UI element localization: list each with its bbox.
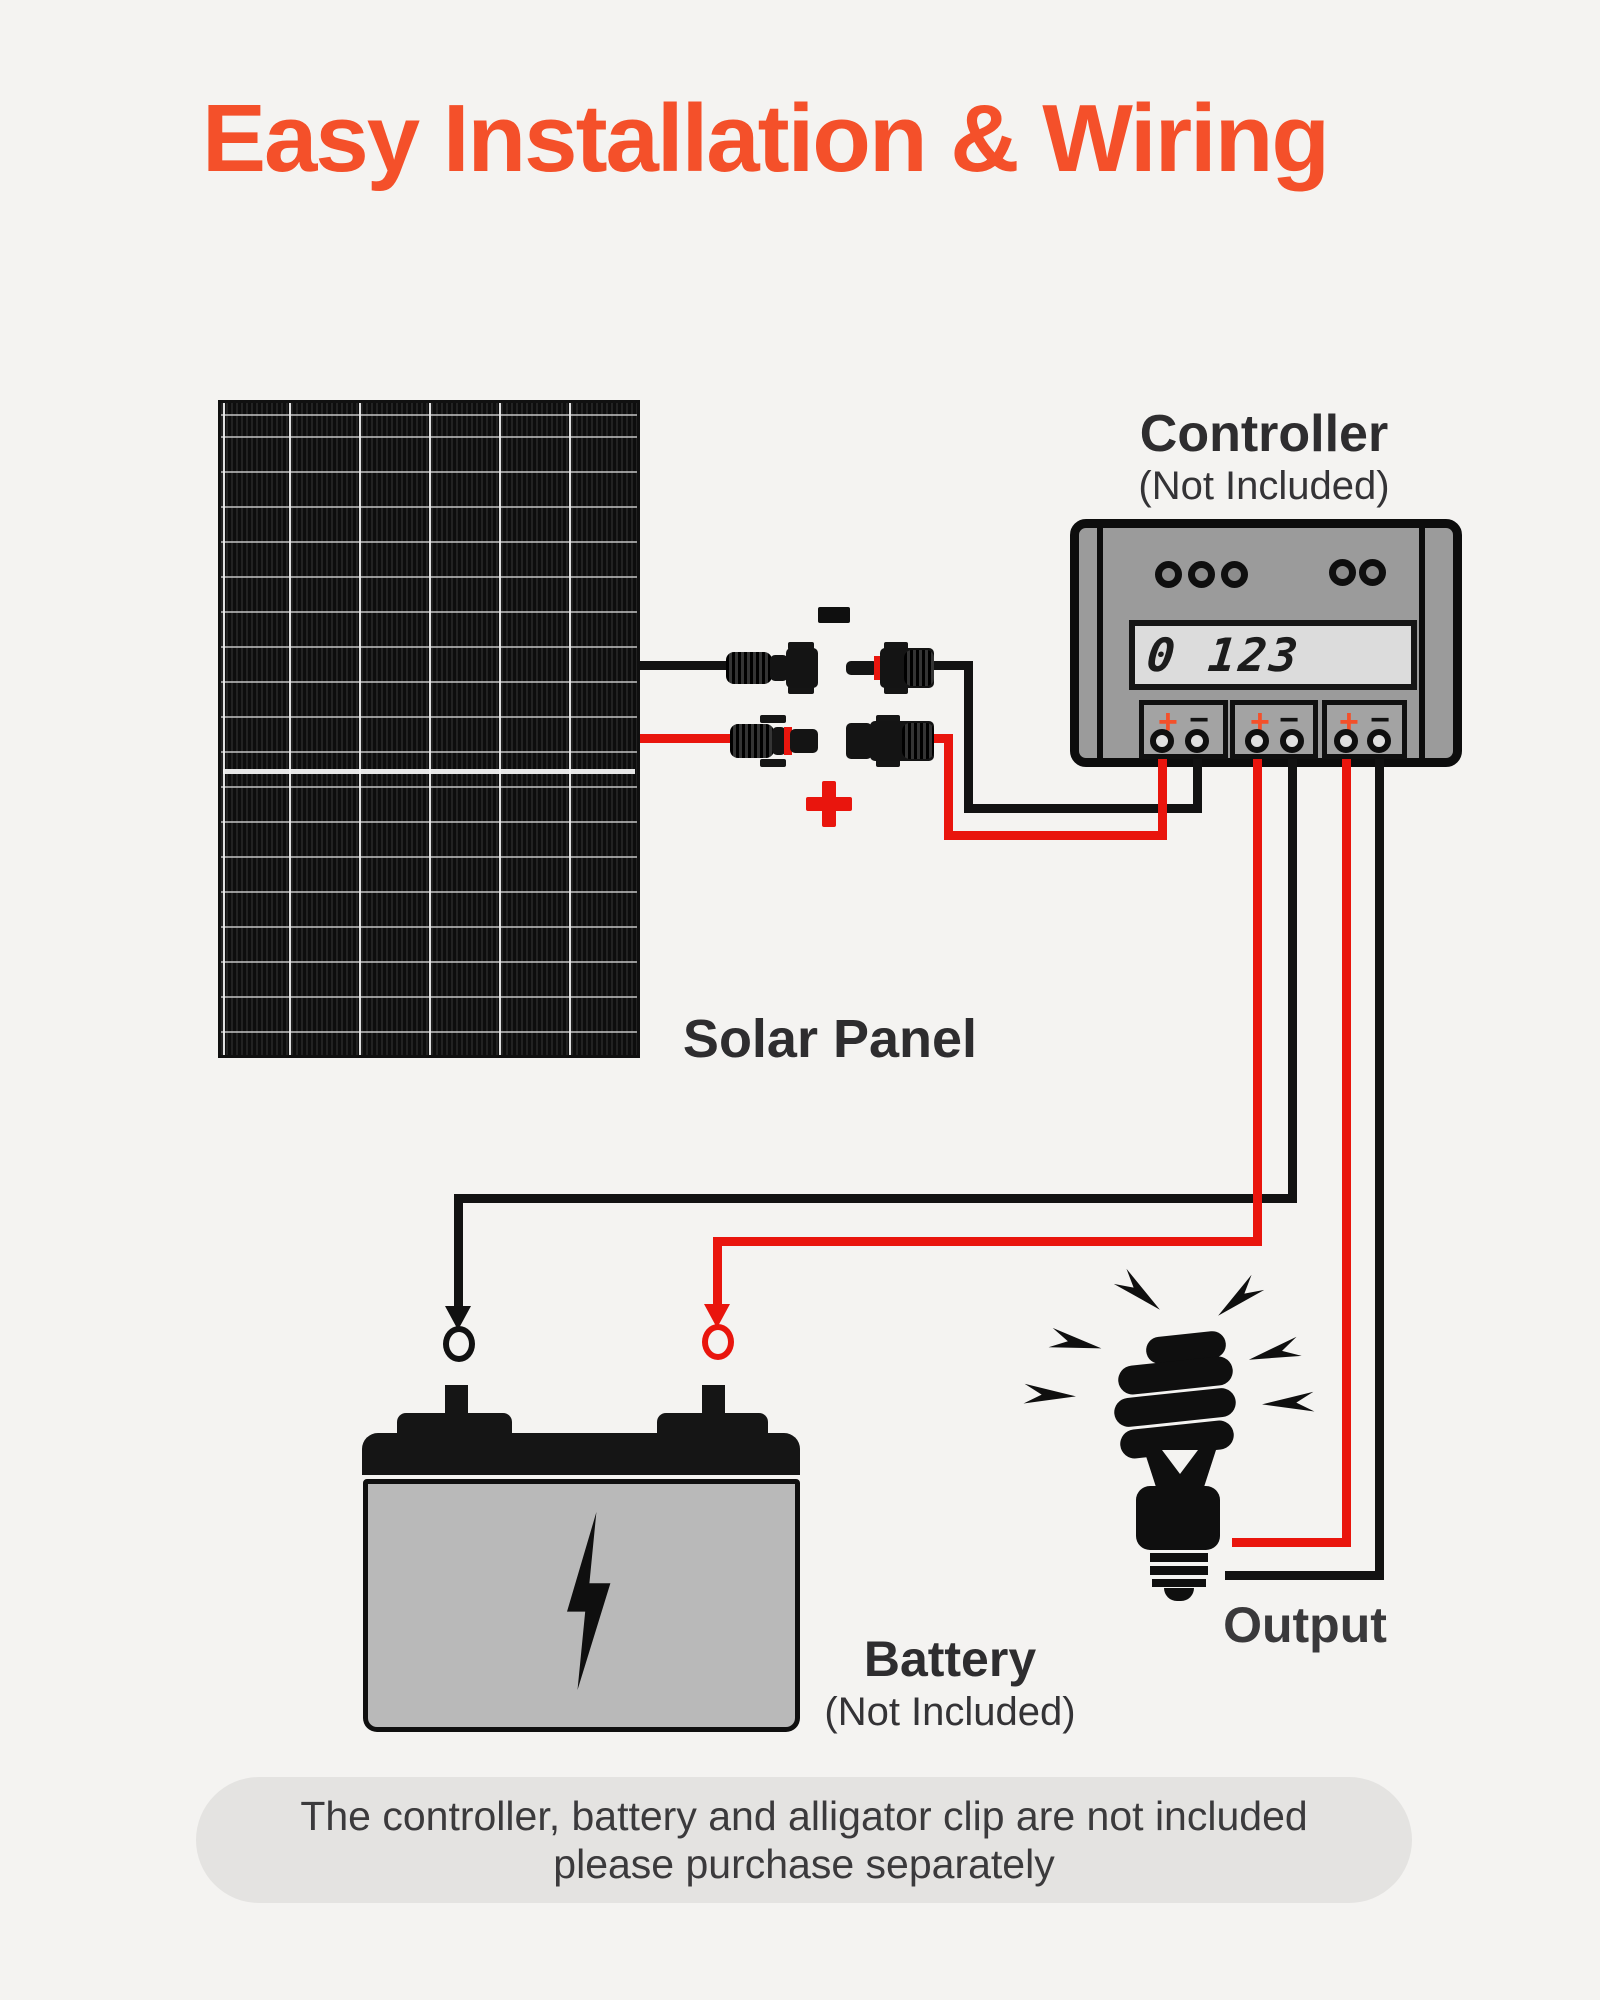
wire-segment bbox=[1158, 741, 1167, 840]
battery-label: Battery bbox=[863, 1631, 1037, 1687]
controller-right-flange bbox=[1419, 528, 1425, 758]
wire-segment bbox=[1225, 1571, 1384, 1580]
cfl-bulb-screw bbox=[1150, 1553, 1208, 1562]
wire-segment bbox=[1288, 748, 1297, 1203]
light-ray-icon bbox=[1023, 1381, 1076, 1410]
terminal-group-battery: + − bbox=[1230, 700, 1318, 759]
controller-vent-circle bbox=[1155, 561, 1182, 588]
wire-segment bbox=[1193, 741, 1202, 813]
controller-vent-circle bbox=[1188, 561, 1215, 588]
wire-segment bbox=[964, 804, 1202, 813]
controller-caption: Controller (Not Included) bbox=[1064, 404, 1464, 509]
terminal-screw bbox=[1334, 729, 1358, 753]
wire-segment bbox=[454, 1194, 463, 1314]
terminal-screw bbox=[1185, 729, 1209, 753]
wire-segment bbox=[1375, 748, 1384, 1580]
wire-segment bbox=[931, 734, 953, 743]
light-ray-icon bbox=[1048, 1325, 1104, 1361]
cfl-bulb-screw bbox=[1150, 1566, 1208, 1575]
wire-segment bbox=[713, 1237, 722, 1312]
lcd-reading: 0 123 bbox=[1144, 628, 1304, 682]
solar-panel-busbar bbox=[223, 769, 635, 774]
light-ray-icon bbox=[1246, 1334, 1303, 1373]
terminal-screw bbox=[1150, 729, 1174, 753]
controller-vent-circle bbox=[1221, 561, 1248, 588]
wire-segment bbox=[933, 661, 973, 670]
controller-left-flange bbox=[1097, 528, 1103, 758]
terminal-group-solar: + − bbox=[1139, 700, 1228, 759]
terminal-group-load: + − bbox=[1322, 700, 1407, 759]
solar-panel-label: Solar Panel bbox=[682, 1009, 978, 1069]
controller-label: Controller bbox=[1139, 405, 1389, 463]
cfl-bulb-tip bbox=[1164, 1588, 1194, 1601]
wire-segment bbox=[454, 1194, 1297, 1203]
light-ray-icon bbox=[1261, 1389, 1314, 1418]
positive-ring-terminal bbox=[702, 1324, 734, 1360]
battery-caption: Battery (Not Included) bbox=[770, 1630, 1130, 1735]
plus-symbol bbox=[822, 781, 836, 827]
wire-segment bbox=[1342, 748, 1351, 1547]
light-ray-icon bbox=[1112, 1266, 1169, 1319]
cfl-bulb-base bbox=[1136, 1486, 1220, 1550]
light-ray-icon bbox=[1210, 1272, 1267, 1325]
terminal-screw bbox=[1367, 729, 1391, 753]
mc4-connector-negative-male bbox=[846, 642, 936, 694]
solar-panel-image bbox=[218, 400, 640, 1058]
cfl-bulb-screw bbox=[1152, 1579, 1206, 1587]
minus-symbol bbox=[818, 607, 850, 623]
negative-ring-terminal bbox=[443, 1326, 475, 1362]
wire-segment bbox=[713, 1237, 1262, 1246]
disclaimer-line1: The controller, battery and alligator cl… bbox=[300, 1792, 1308, 1839]
wire-segment bbox=[640, 661, 732, 670]
wire-segment bbox=[1232, 1538, 1351, 1547]
controller-vent-circle bbox=[1329, 559, 1356, 586]
controller-lcd-display: 0 123 bbox=[1129, 620, 1417, 690]
mc4-connector-positive-female bbox=[846, 715, 936, 767]
page-title: Easy Installation & Wiring bbox=[201, 85, 1330, 192]
wire-segment bbox=[964, 661, 973, 813]
battery-availability: (Not Included) bbox=[824, 1690, 1076, 1734]
output-label: Output bbox=[1223, 1597, 1387, 1653]
wire-segment bbox=[640, 734, 735, 743]
terminal-screw bbox=[1280, 729, 1304, 753]
wire-segment bbox=[1253, 748, 1262, 1246]
controller-vent-circle bbox=[1359, 559, 1386, 586]
battery-top bbox=[362, 1433, 800, 1475]
controller-availability: (Not Included) bbox=[1138, 464, 1390, 508]
wire-segment bbox=[944, 734, 953, 840]
mc4-connector-negative-female bbox=[726, 642, 822, 694]
wire-segment bbox=[944, 831, 1167, 840]
disclaimer-note: The controller, battery and alligator cl… bbox=[196, 1777, 1412, 1903]
mc4-connector-positive-male bbox=[730, 715, 820, 767]
disclaimer-line2: please purchase separately bbox=[553, 1841, 1055, 1887]
terminal-screw bbox=[1245, 729, 1269, 753]
